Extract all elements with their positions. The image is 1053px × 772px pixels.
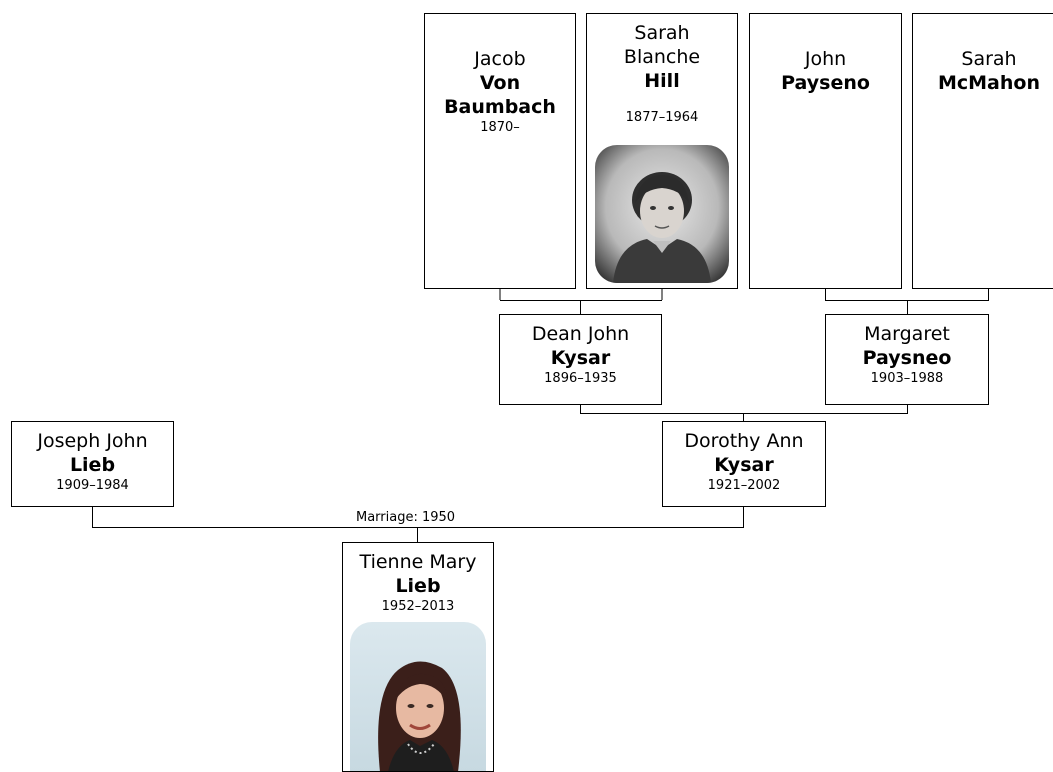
given-name: Jacob (474, 48, 526, 70)
life-dates: 1921–2002 (707, 478, 781, 493)
person-card-jacob-von-baumbach[interactable]: Jacob Von Baumbach 1870– (424, 13, 576, 289)
given-name: John (804, 48, 847, 70)
life-dates: 1877–1964 (625, 110, 699, 125)
surname: Lieb (69, 454, 116, 476)
surname: Kysar (550, 347, 611, 369)
life-dates: 1903–1988 (870, 371, 944, 386)
given-name: Dorothy Ann (684, 430, 804, 452)
given-name: Sarah Blanche (623, 22, 701, 68)
life-dates: 1870– (480, 120, 520, 135)
portrait-photo (350, 622, 486, 771)
surname: Paysneo (862, 347, 952, 369)
given-name: Tienne Mary (359, 551, 477, 573)
surname: Lieb (395, 575, 441, 597)
portrait-photo (595, 145, 729, 283)
surname: McMahon (937, 72, 1040, 94)
person-card-john-payseno[interactable]: John Payseno (749, 13, 902, 289)
surname: Payseno (781, 72, 870, 94)
person-card-tienne-mary-lieb[interactable]: Tienne Mary Lieb 1952–2013 (342, 542, 494, 772)
marriage-label: Marriage: 1950 (354, 510, 458, 526)
person-card-margaret-paysneo[interactable]: Margaret Paysneo 1903–1988 (825, 314, 989, 405)
person-card-joseph-john-lieb[interactable]: Joseph John Lieb 1909–1984 (11, 421, 174, 507)
given-name: Dean John (531, 323, 630, 345)
person-card-dean-john-kysar[interactable]: Dean John Kysar 1896–1935 (499, 314, 662, 405)
person-card-dorothy-ann-kysar[interactable]: Dorothy Ann Kysar 1921–2002 (662, 421, 826, 507)
person-card-sarah-mcmahon[interactable]: Sarah McMahon (912, 13, 1053, 289)
life-dates: 1952–2013 (381, 599, 455, 614)
life-dates: 1896–1935 (544, 371, 617, 386)
given-name: Margaret (864, 323, 950, 345)
surname: Hill (644, 70, 680, 92)
given-name: Joseph John (37, 430, 148, 452)
life-dates: 1909–1984 (56, 478, 129, 493)
surname: Von Baumbach (444, 72, 556, 118)
surname: Kysar (714, 454, 774, 476)
person-card-sarah-blanche-hill[interactable]: Sarah Blanche Hill 1877–1964 (586, 13, 738, 289)
given-name: Sarah (961, 48, 1017, 70)
